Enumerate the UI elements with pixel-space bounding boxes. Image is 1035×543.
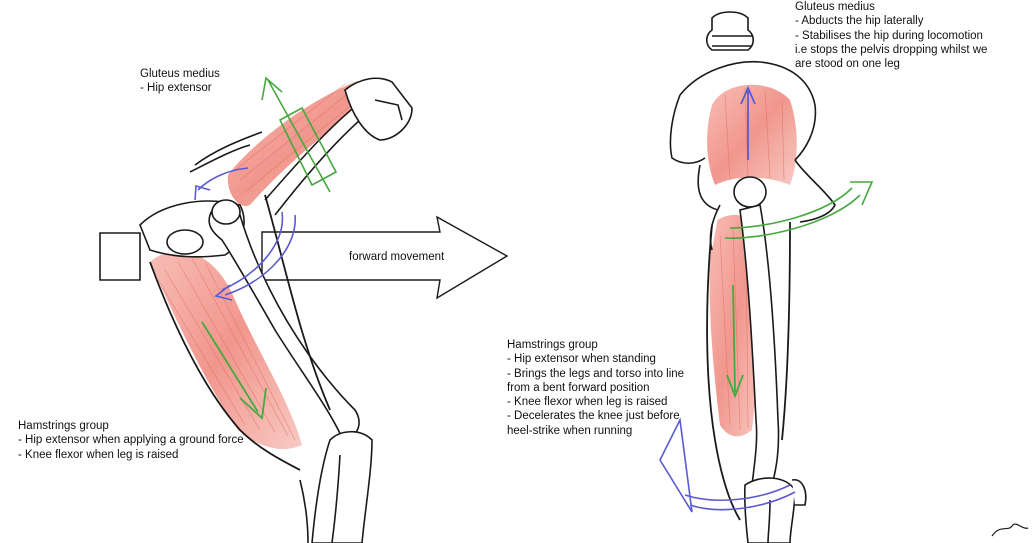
gluteus-medius-title-left: Gluteus medius	[140, 68, 220, 80]
leg-outline-right	[706, 221, 791, 521]
hamstrings-title-left: Hamstrings group	[18, 420, 109, 432]
hamstrings-line-right-2: - Brings the legs and torso into line	[507, 367, 685, 380]
hamstrings-line-left-1: - Hip extensor when applying a ground fo…	[18, 434, 244, 447]
gluteus-medius-line-right-2: - Stabilises the hip during locomotion	[795, 29, 983, 42]
green-arrow-glute-right	[724, 181, 874, 239]
tibia-left	[299, 430, 373, 543]
hamstrings-line-left-2: - Knee flexor when leg is raised	[18, 448, 179, 461]
hamstrings-line-right-6: heel-strike when running	[507, 424, 633, 437]
gluteus-muscle-right	[707, 84, 797, 185]
green-arrow-hamstring-left	[201, 321, 267, 420]
iliac-crest-left	[344, 77, 413, 141]
spine-right	[705, 11, 755, 51]
gluteus-medius-label-right: Gluteus medius - Abducts the hip lateral…	[795, 0, 987, 71]
hamstrings-label-left: Hamstrings group - Hip extensor when app…	[18, 419, 244, 462]
gluteus-medius-line-right-4: are stood on one leg	[795, 58, 900, 71]
hamstrings-line-right-4: - Knee flexor when leg is raised	[507, 396, 668, 409]
left-figure	[99, 76, 509, 543]
gluteus-medius-title-right: Gluteus medius	[795, 1, 875, 13]
gluteus-medius-label-left: Gluteus medius - Hip extensor	[140, 67, 220, 96]
pelvis-right	[669, 60, 836, 223]
hamstrings-line-right-1: - Hip extensor when standing	[507, 353, 656, 366]
hamstrings-line-right-3: from a bent forward position	[507, 381, 650, 394]
artist-signature	[991, 523, 1029, 537]
hamstrings-title-right: Hamstrings group	[507, 339, 598, 351]
green-arrow-glute-left	[261, 76, 338, 193]
green-arrow-hamstring-right	[726, 284, 744, 399]
blue-arrow-hamstring-right	[659, 417, 796, 513]
forward-movement-label: forward movement	[349, 251, 445, 263]
tibia-right	[743, 477, 807, 543]
forward-movement-arrow	[261, 215, 509, 300]
hamstrings-line-right-5: - Decelerates the knee just before	[507, 410, 680, 423]
gluteus-medius-line-right-1: - Abducts the hip laterally	[795, 15, 924, 28]
hamstrings-label-right: Hamstrings group - Hip extensor when sta…	[507, 338, 684, 438]
right-figure	[659, 11, 1029, 543]
blue-arrow-hamstring-left	[214, 211, 296, 301]
gluteus-medius-line-right-3: i.e stops the pelvis dropping whilst we	[795, 43, 988, 56]
blue-arrow-glute-left	[194, 167, 249, 201]
blue-arrow-glute-right	[740, 85, 756, 160]
gluteus-medius-line-left-1: - Hip extensor	[140, 82, 212, 95]
leg-outline-left	[149, 194, 331, 471]
